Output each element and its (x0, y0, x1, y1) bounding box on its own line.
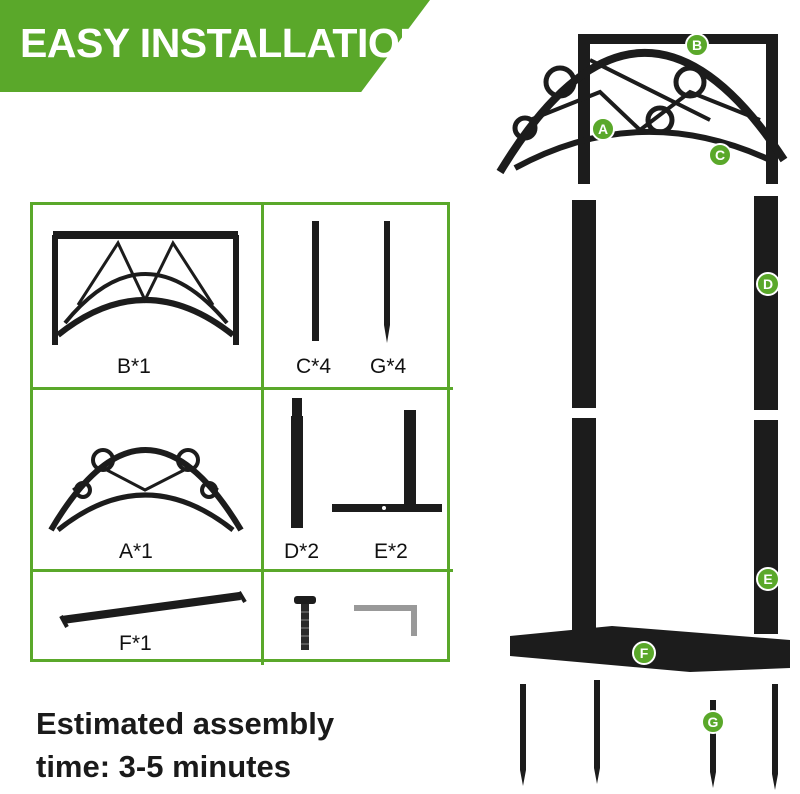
marker-e: E (756, 567, 780, 591)
screw-and-wrench-illustration (294, 596, 417, 650)
part-label-f: F*1 (119, 632, 152, 655)
marker-c: C (708, 143, 732, 167)
grid-divider (261, 205, 264, 665)
assembly-time-line-2: time: 3-5 minutes (36, 749, 291, 784)
part-label-c: C*4 (296, 355, 332, 378)
part-cell-hardware (264, 572, 450, 662)
part-d-e-illustration (291, 398, 442, 528)
part-f-illustration (59, 590, 247, 628)
marker-b: B (685, 33, 709, 57)
part-label-e: E*2 (374, 540, 408, 563)
part-label-a: A*1 (119, 540, 153, 563)
part-label-g: G*4 (370, 355, 407, 378)
part-c-g-illustration (312, 221, 390, 343)
marker-g: G (701, 710, 725, 734)
part-label-d: D*2 (284, 540, 320, 563)
part-a-illustration (48, 447, 244, 532)
marker-f: F (632, 641, 656, 665)
part-cell-d-e: D*2 E*2 (264, 390, 450, 569)
marker-a: A (591, 117, 615, 141)
banner-title: EASY INSTALLATION (20, 20, 429, 66)
marker-d: D (756, 272, 780, 296)
part-cell-a: A*1 (33, 390, 261, 569)
part-cell-f: F*1 (33, 572, 261, 662)
title-banner (0, 0, 430, 92)
part-cell-b: B*1 (33, 205, 261, 387)
part-b-illustration (52, 231, 239, 345)
grid-divider (33, 569, 453, 572)
assembly-time-line-1: Estimated assembly (36, 706, 335, 741)
part-label-b: B*1 (117, 355, 151, 378)
parts-grid: B*1 C*4 G*4 A*1 (30, 202, 453, 665)
part-cell-c-g: C*4 G*4 (264, 205, 450, 387)
grid-divider (33, 387, 453, 390)
assembly-time-text: Estimated assembly time: 3-5 minutes (36, 702, 456, 788)
